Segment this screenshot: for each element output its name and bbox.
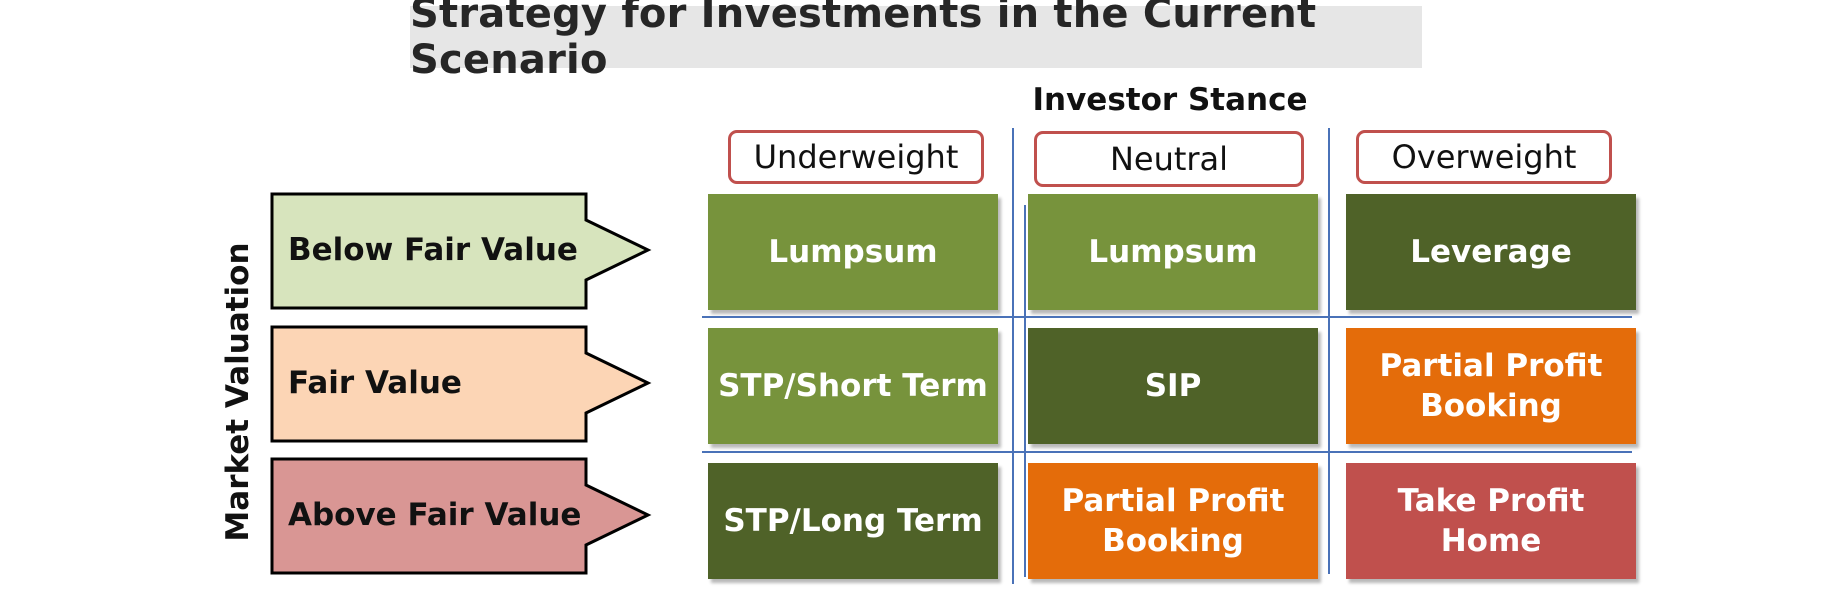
row-label-above-fair-value: Above Fair Value bbox=[270, 457, 652, 579]
row-label-text: Fair Value bbox=[288, 365, 462, 401]
column-header-overweight: Overweight bbox=[1356, 130, 1612, 184]
row-arrow-shape bbox=[270, 192, 652, 310]
row-arrow-shape bbox=[270, 325, 652, 443]
strategy-cell-fair-neutral: SIP bbox=[1028, 328, 1318, 444]
strategy-cell-below-underweight: Lumpsum bbox=[708, 194, 998, 310]
strategy-cell-fair-underweight: STP/Short Term bbox=[708, 328, 998, 444]
grid-line-vertical bbox=[1328, 128, 1330, 574]
grid-line-vertical bbox=[1024, 205, 1026, 577]
row-label-text: Below Fair Value bbox=[288, 232, 578, 268]
column-header-neutral: Neutral bbox=[1034, 131, 1304, 187]
strategy-cell-above-underweight: STP/Long Term bbox=[708, 463, 998, 579]
row-label-fair-value: Fair Value bbox=[270, 325, 652, 447]
row-label-text: Above Fair Value bbox=[288, 497, 582, 533]
strategy-cell-below-neutral: Lumpsum bbox=[1028, 194, 1318, 310]
row-arrow-shape bbox=[270, 457, 652, 575]
grid-line-horizontal bbox=[702, 451, 1632, 453]
strategy-cell-above-overweight: Take Profit Home bbox=[1346, 463, 1636, 579]
strategy-cell-fair-overweight: Partial Profit Booking bbox=[1346, 328, 1636, 444]
diagram-title: Strategy for Investments in the Current … bbox=[410, 0, 1422, 83]
strategy-cell-above-neutral: Partial Profit Booking bbox=[1028, 463, 1318, 579]
column-header-underweight: Underweight bbox=[728, 130, 984, 184]
grid-line-vertical bbox=[1012, 128, 1014, 584]
row-label-below-fair-value: Below Fair Value bbox=[270, 192, 652, 314]
strategy-cell-below-overweight: Leverage bbox=[1346, 194, 1636, 310]
market-valuation-title: Market Valuation bbox=[220, 242, 256, 542]
investor-stance-title: Investor Stance bbox=[1032, 82, 1308, 118]
grid-line-horizontal bbox=[702, 316, 1632, 318]
